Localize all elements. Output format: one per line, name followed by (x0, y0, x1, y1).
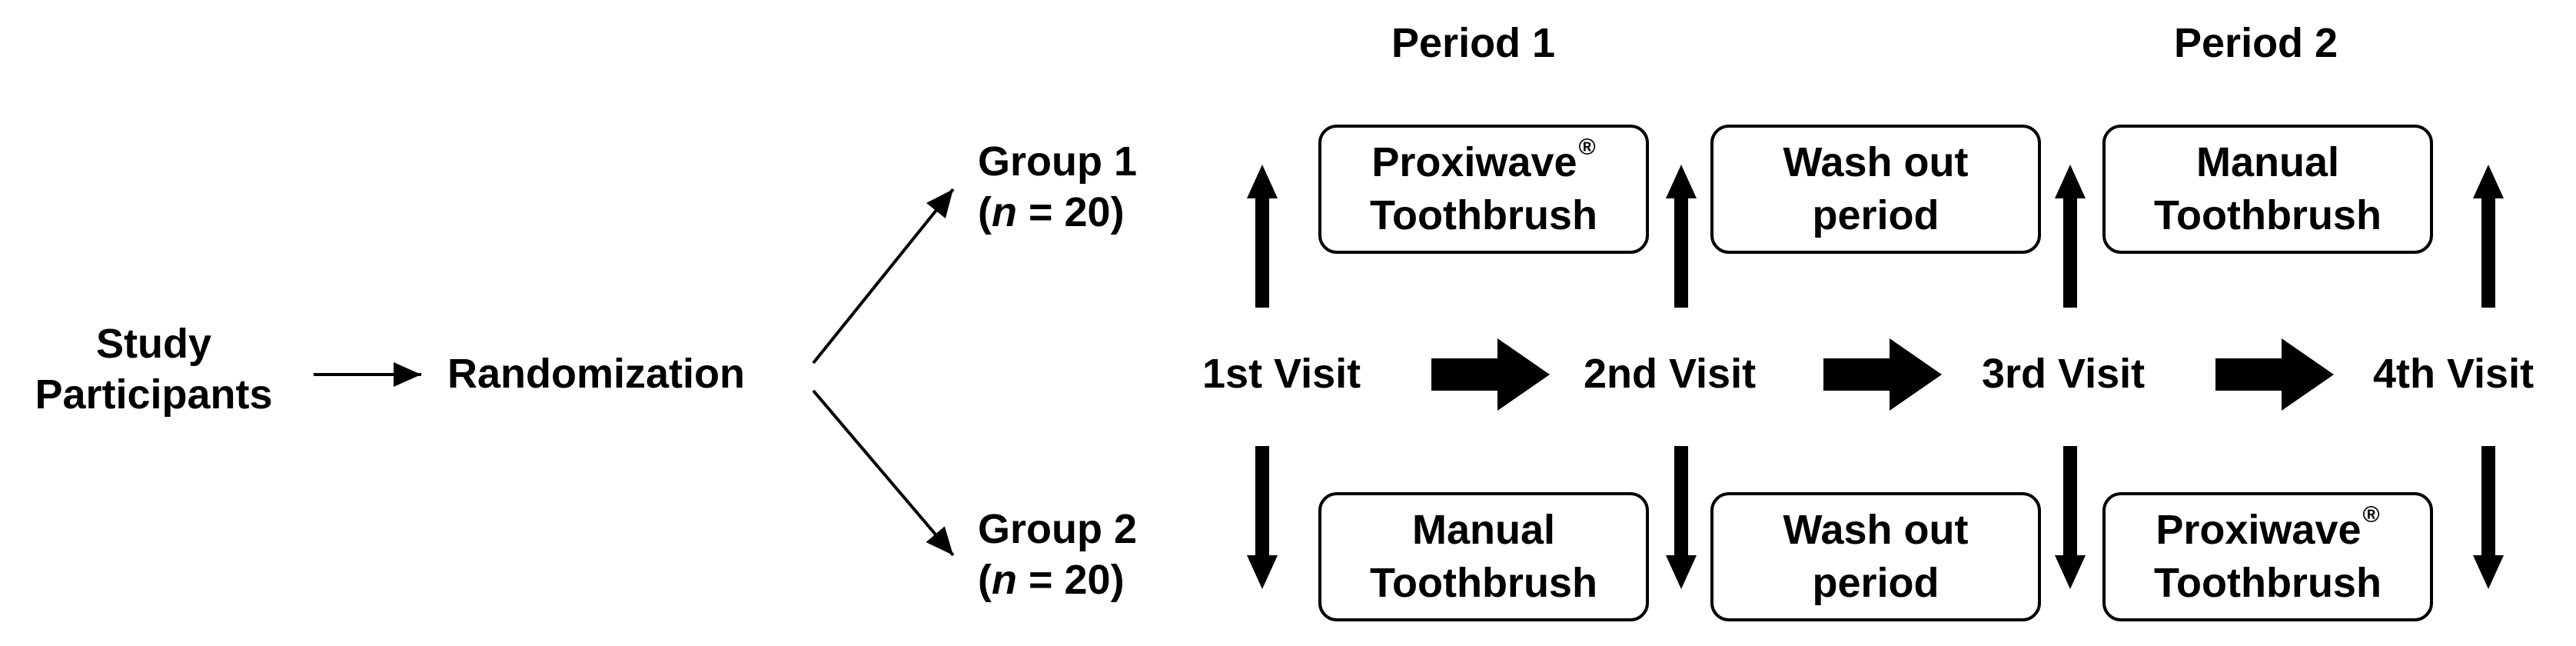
group-2-period-1-box: Manual Toothbrush (1318, 492, 1649, 621)
group-2-period-2-box: Proxiwave® Toothbrush (2102, 492, 2433, 621)
registered-mark: ® (2362, 501, 2380, 528)
group-2-period-1-line-1: Manual (1411, 506, 1556, 553)
study-participants-line-2: Participants (35, 371, 273, 418)
study-participants-label: Study Participants (15, 319, 292, 421)
up-arrow-1 (1247, 165, 1278, 308)
group-1-washout-line-1: Wash out (1783, 138, 1969, 185)
group-1-period-2-line-2: Toothbrush (2154, 192, 2382, 238)
visit-1-label: 1st Visit (1202, 351, 1361, 397)
group-1-name: Group 1 (978, 138, 1138, 185)
up-arrow-2 (1666, 165, 1697, 308)
group-2-size: (n = 20) (978, 556, 1125, 603)
group-2-name: Group 2 (978, 506, 1138, 552)
visit-4-label: 4th Visit (2373, 351, 2534, 397)
group-1-label: Group 1 (n = 20) (978, 137, 1137, 238)
group-2-washout-line-1: Wash out (1783, 506, 1969, 553)
randomization-label: Randomization (447, 351, 745, 397)
arrow-visit-1-to-2 (1431, 338, 1550, 411)
group-1-period-1-box: Proxiwave® Toothbrush (1318, 125, 1649, 254)
group-1-period-1-line-1: Proxiwave (1371, 138, 1577, 185)
period-2-heading: Period 2 (2174, 20, 2338, 66)
group-1-size: (n = 20) (978, 188, 1125, 235)
group-1-washout-line-2: period (1812, 192, 1939, 238)
arrow-visit-3-to-4 (2215, 338, 2334, 411)
period-1-heading: Period 1 (1391, 20, 1556, 66)
registered-mark: ® (1578, 134, 1596, 160)
group-1-washout-box: Wash out period (1710, 125, 2041, 254)
down-arrow-2 (1666, 446, 1697, 589)
group-1-period-2-line-1: Manual (2195, 138, 2340, 185)
arrow-to-group-2 (812, 389, 955, 557)
group-1-period-1-line-2: Toothbrush (1370, 192, 1597, 238)
down-arrow-4 (2473, 446, 2504, 589)
group-2-period-2-line-2: Toothbrush (2154, 560, 2382, 606)
group-1-period-2-box: Manual Toothbrush (2102, 125, 2433, 254)
arrow-to-group-1 (812, 188, 955, 365)
study-participants-line-1: Study (95, 321, 211, 367)
down-arrow-1 (1247, 446, 1278, 589)
group-2-period-1-line-2: Toothbrush (1370, 560, 1597, 606)
group-2-period-2-line-1: Proxiwave (2156, 506, 2362, 553)
down-arrow-3 (2055, 446, 2086, 589)
visit-2-label: 2nd Visit (1584, 351, 1757, 397)
group-2-washout-line-2: period (1812, 560, 1939, 606)
up-arrow-4 (2473, 165, 2504, 308)
up-arrow-3 (2055, 165, 2086, 308)
group-2-label: Group 2 (n = 20) (978, 504, 1137, 606)
group-2-washout-box: Wash out period (1710, 492, 2041, 621)
arrow-visit-2-to-3 (1823, 338, 1942, 411)
visit-3-label: 3rd Visit (1982, 351, 2146, 397)
